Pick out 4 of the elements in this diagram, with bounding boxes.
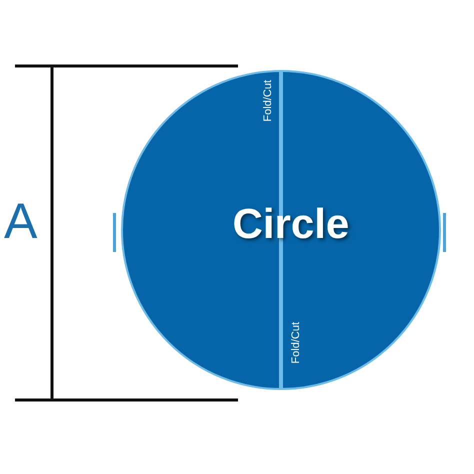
dimension-label: A: [4, 196, 38, 246]
fold-label: Fold/Cut: [291, 322, 302, 364]
shape-label: Circle: [232, 203, 350, 245]
fold-label: Fold/Cut: [263, 80, 274, 122]
